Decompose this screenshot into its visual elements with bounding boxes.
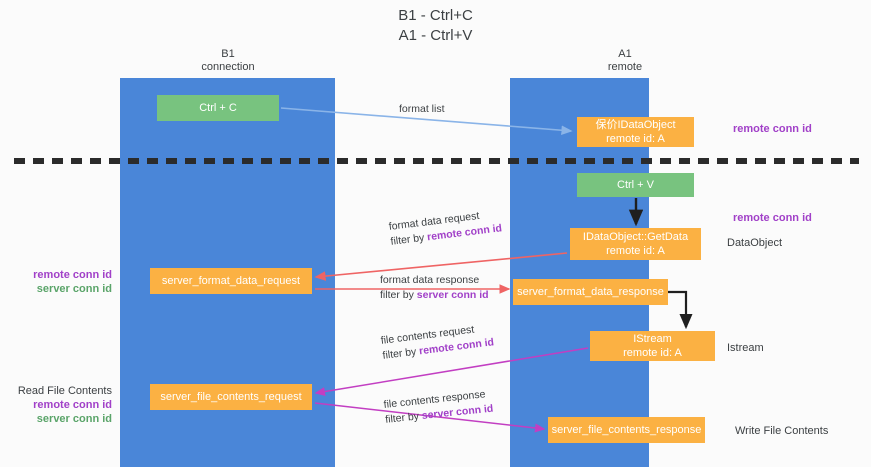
box-server-format-data-request[interactable]: server_format_data_request — [150, 268, 312, 294]
note-write-file-contents: Write File Contents — [735, 425, 829, 437]
box-server-file-contents-request[interactable]: server_file_contents_request — [150, 384, 312, 410]
box-ctrl-c[interactable]: Ctrl + C — [157, 95, 279, 121]
box-ctrl-v[interactable]: Ctrl + V — [577, 173, 694, 197]
note-remote-conn-id-top: remote conn id — [733, 123, 812, 135]
note-read-file-contents: Read File Contents — [17, 385, 112, 397]
edge-label-format-data-request: format data request filter by remote con… — [388, 206, 503, 249]
box-idataobject[interactable]: 保价IDataObject remote id: A — [577, 117, 694, 147]
edge-label-format-list-text: format list — [399, 103, 445, 115]
note-dataobject: DataObject — [727, 237, 783, 249]
box-istream-line-2: remote id: A — [623, 347, 682, 359]
filter-prefix: filter by — [384, 410, 423, 426]
filter-key-server-conn-id: server conn id — [416, 289, 489, 301]
box-ctrl-v-label: Ctrl + V — [617, 179, 654, 191]
arrow-response-to-istream — [668, 290, 693, 330]
title-line-2: A1 - Ctrl+V — [398, 27, 473, 44]
filter-prefix: filter by — [380, 289, 417, 301]
edge-label-file-contents-response: file contents response filter by server … — [383, 387, 494, 428]
box-server-format-data-response[interactable]: server_format_data_response — [513, 279, 668, 305]
section-divider — [14, 158, 859, 164]
note-left-read-file-contents-group: Read File Contents remote conn id server… — [0, 384, 112, 426]
box-idataobject-getdata[interactable]: IDataObject::GetData remote id: A — [570, 228, 701, 260]
box-istream-line-1: IStream — [633, 333, 672, 345]
filter-prefix: filter by — [381, 345, 420, 362]
note-remote-conn-id-mid: remote conn id — [733, 212, 812, 224]
column-header-b1: B1 connection — [148, 48, 308, 74]
title-line-1: B1 - Ctrl+C — [398, 7, 473, 24]
note-left-remote-conn-id: remote conn id — [33, 269, 112, 281]
column-header-b1-role: connection — [201, 61, 255, 73]
box-server-file-contents-response-label: server_file_contents_response — [551, 424, 702, 436]
edge-label-format-data-response-line-2: filter by server conn id — [380, 288, 489, 303]
edge-label-file-contents-request: file contents request filter by remote c… — [380, 320, 495, 363]
column-header-b1-name: B1 — [221, 48, 235, 60]
box-istream[interactable]: IStream remote id: A — [590, 331, 715, 361]
box-getdata-line-2: remote id: A — [606, 245, 665, 257]
note-left-conn-ids-format: remote conn id server conn id — [0, 268, 112, 296]
box-server-file-contents-request-label: server_file_contents_request — [160, 391, 302, 403]
box-server-file-contents-response[interactable]: server_file_contents_response — [548, 417, 705, 443]
box-server-format-data-request-label: server_format_data_request — [161, 275, 301, 287]
note-left-server-conn-id-2: server conn id — [36, 413, 112, 425]
edge-label-format-list: format list — [399, 102, 445, 117]
filter-prefix: filter by — [389, 231, 428, 248]
diagram-title: B1 - Ctrl+C A1 - Ctrl+V — [0, 6, 871, 46]
box-ctrl-c-label: Ctrl + C — [199, 102, 237, 114]
column-header-a1: A1 remote — [545, 48, 705, 74]
note-istream: Istream — [727, 342, 764, 354]
column-header-a1-role: remote — [607, 61, 643, 73]
note-left-server-conn-id: server conn id — [36, 283, 112, 295]
edge-label-format-data-response-line-1: format data response — [380, 274, 480, 286]
edge-label-format-data-response: format data response filter by server co… — [380, 273, 489, 303]
box-getdata-line-1: IDataObject::GetData — [582, 231, 689, 243]
box-idataobject-line-2: remote id: A — [606, 133, 665, 145]
box-idataobject-line-1: 保价IDataObject — [595, 119, 676, 131]
note-left-remote-conn-id-2: remote conn id — [33, 399, 112, 411]
column-header-a1-name: A1 — [618, 48, 632, 60]
box-server-format-data-response-label: server_format_data_response — [517, 286, 664, 298]
